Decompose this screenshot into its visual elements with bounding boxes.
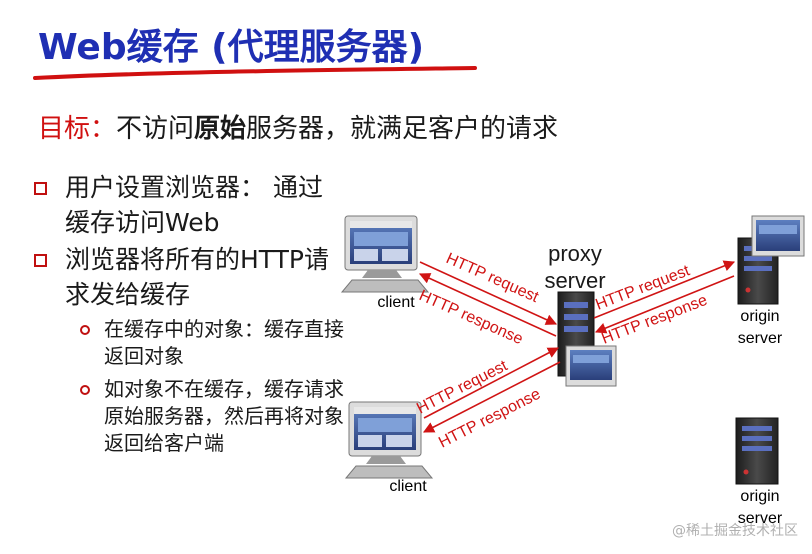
client-label: client [389, 478, 427, 495]
client-label: client [377, 294, 415, 311]
origin-server-icon [735, 417, 779, 485]
page-title: Web缓存 (代理服务器) [38, 27, 425, 68]
goal-text-bold: 原始 [194, 114, 247, 144]
origin-server-label: origin server [737, 488, 783, 527]
square-bullet-icon [34, 254, 47, 267]
client-computer-icon [344, 401, 434, 479]
sub-bullet-text: 在缓存中的对象：缓存直接返回对象 [104, 317, 344, 368]
bullet-item: 用户设置浏览器： 通过缓存访问Web [34, 170, 344, 240]
sub-bullet-text: 如对象不在缓存，缓存请求原始服务器，然后再将对象返回给客户端 [104, 377, 344, 455]
sub-bullet-item: 如对象不在缓存，缓存请求原始服务器，然后再将对象返回给客户端 [80, 376, 344, 457]
origin-server-icon [737, 215, 805, 305]
bullet-list: 用户设置浏览器： 通过缓存访问Web 浏览器将所有的HTTP请求发给缓存 在缓存… [34, 170, 344, 463]
goal-text-before: 不访问 [116, 114, 195, 144]
arrow-o-request [593, 260, 736, 319]
goal-line: 目标：不访问原始服务器，就满足客户的请求 [38, 108, 558, 145]
square-bullet-icon [34, 182, 47, 195]
watermark: @稀土掘金技术社区 [672, 523, 798, 539]
arrow-o-response [594, 275, 735, 334]
circle-bullet-icon [80, 325, 90, 335]
bullet-text: 浏览器将所有的HTTP请求发给缓存 [65, 245, 329, 309]
circle-bullet-icon [80, 385, 90, 395]
bullet-item: 浏览器将所有的HTTP请求发给缓存 [34, 242, 344, 312]
goal-text-after: 服务器，就满足客户的请求 [246, 114, 559, 144]
origin-server-label: origin server [737, 308, 783, 347]
arrow-label-c1-request: HTTP request [443, 250, 541, 306]
proxy-server-icon [557, 291, 617, 387]
client-computer-icon [340, 215, 430, 293]
goal-label: 目标： [38, 114, 117, 144]
proxy-server-label: proxy server [544, 241, 606, 293]
arrow-c1-response [418, 273, 557, 337]
arrow-c1-request [419, 261, 558, 325]
sub-bullet-item: 在缓存中的对象：缓存直接返回对象 [80, 316, 344, 370]
title-underline [33, 66, 477, 80]
arrow-c2-response [423, 361, 561, 433]
bullet-text: 用户设置浏览器： 通过缓存访问Web [65, 173, 323, 237]
arrow-c2-request [423, 347, 559, 419]
arrow-label-c1-response: HTTP response [416, 287, 525, 348]
